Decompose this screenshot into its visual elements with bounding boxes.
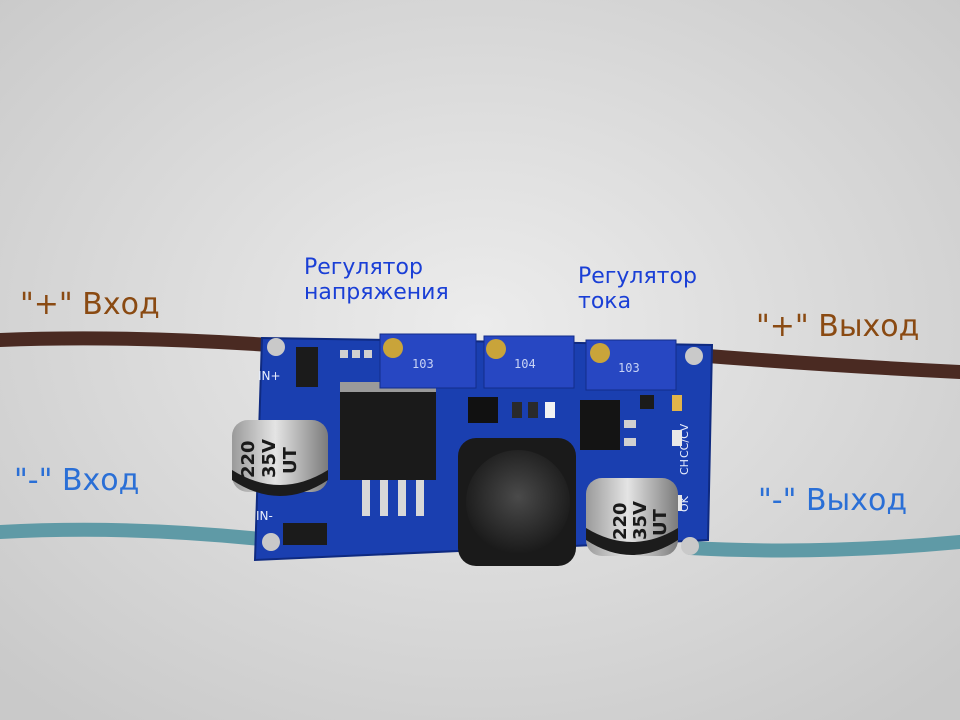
- label-voltage-regulator-line2: напряжения: [304, 280, 449, 306]
- svg-text:35V: 35V: [630, 501, 651, 540]
- svg-text:220: 220: [610, 502, 631, 540]
- label-current-regulator-line2: тока: [578, 289, 632, 315]
- label-voltage-regulator-line1: Регулятор: [304, 255, 423, 280]
- svg-text:UT: UT: [650, 508, 671, 536]
- pot-current[interactable]: 103: [585, 339, 677, 391]
- opamp-chip: [580, 400, 620, 450]
- label-output-minus: "-" Выход: [758, 483, 908, 518]
- label-voltage-regulator: Регулятор напряжения: [304, 255, 449, 306]
- pad-in-plus: [267, 338, 285, 356]
- led-cc-cv: [672, 395, 682, 411]
- svg-text:35V: 35V: [259, 439, 280, 478]
- silk-in-plus: IN+: [258, 369, 281, 383]
- capacitor-right: 220 35V UT: [586, 478, 678, 556]
- svg-text:220: 220: [238, 440, 259, 478]
- label-input-minus: "-" Вход: [14, 463, 140, 498]
- pad-out-plus: [685, 347, 703, 365]
- led-ch: [672, 430, 682, 446]
- regulator-chip: [340, 388, 436, 480]
- wire-input-plus: [0, 331, 277, 352]
- capacitor-left: 220 35V UT: [232, 420, 328, 496]
- wire-input-minus: [0, 522, 277, 547]
- pad-out-minus: [681, 537, 699, 555]
- wire-output-plus: [688, 348, 960, 379]
- pot-voltage[interactable]: 103: [379, 333, 477, 389]
- svg-text:104: 104: [514, 357, 536, 371]
- svg-text:103: 103: [412, 357, 434, 371]
- label-current-regulator: Регулятор тока: [578, 264, 697, 315]
- label-input-plus: "+" Вход: [20, 287, 160, 322]
- pot-middle[interactable]: 104: [483, 335, 575, 389]
- smd-ic: [468, 397, 498, 423]
- label-current-regulator-line1: Регулятор: [578, 264, 697, 289]
- svg-text:UT: UT: [280, 446, 301, 474]
- silk-in-minus: IN-: [256, 509, 273, 523]
- svg-text:103: 103: [618, 361, 640, 375]
- wire-output-minus: [683, 535, 960, 558]
- diode-bottom: [283, 523, 327, 545]
- diode-top: [296, 347, 318, 387]
- silk-ch: CH: [678, 459, 691, 475]
- pad-in-minus: [262, 533, 280, 551]
- label-output-plus: "+" Выход: [756, 309, 920, 344]
